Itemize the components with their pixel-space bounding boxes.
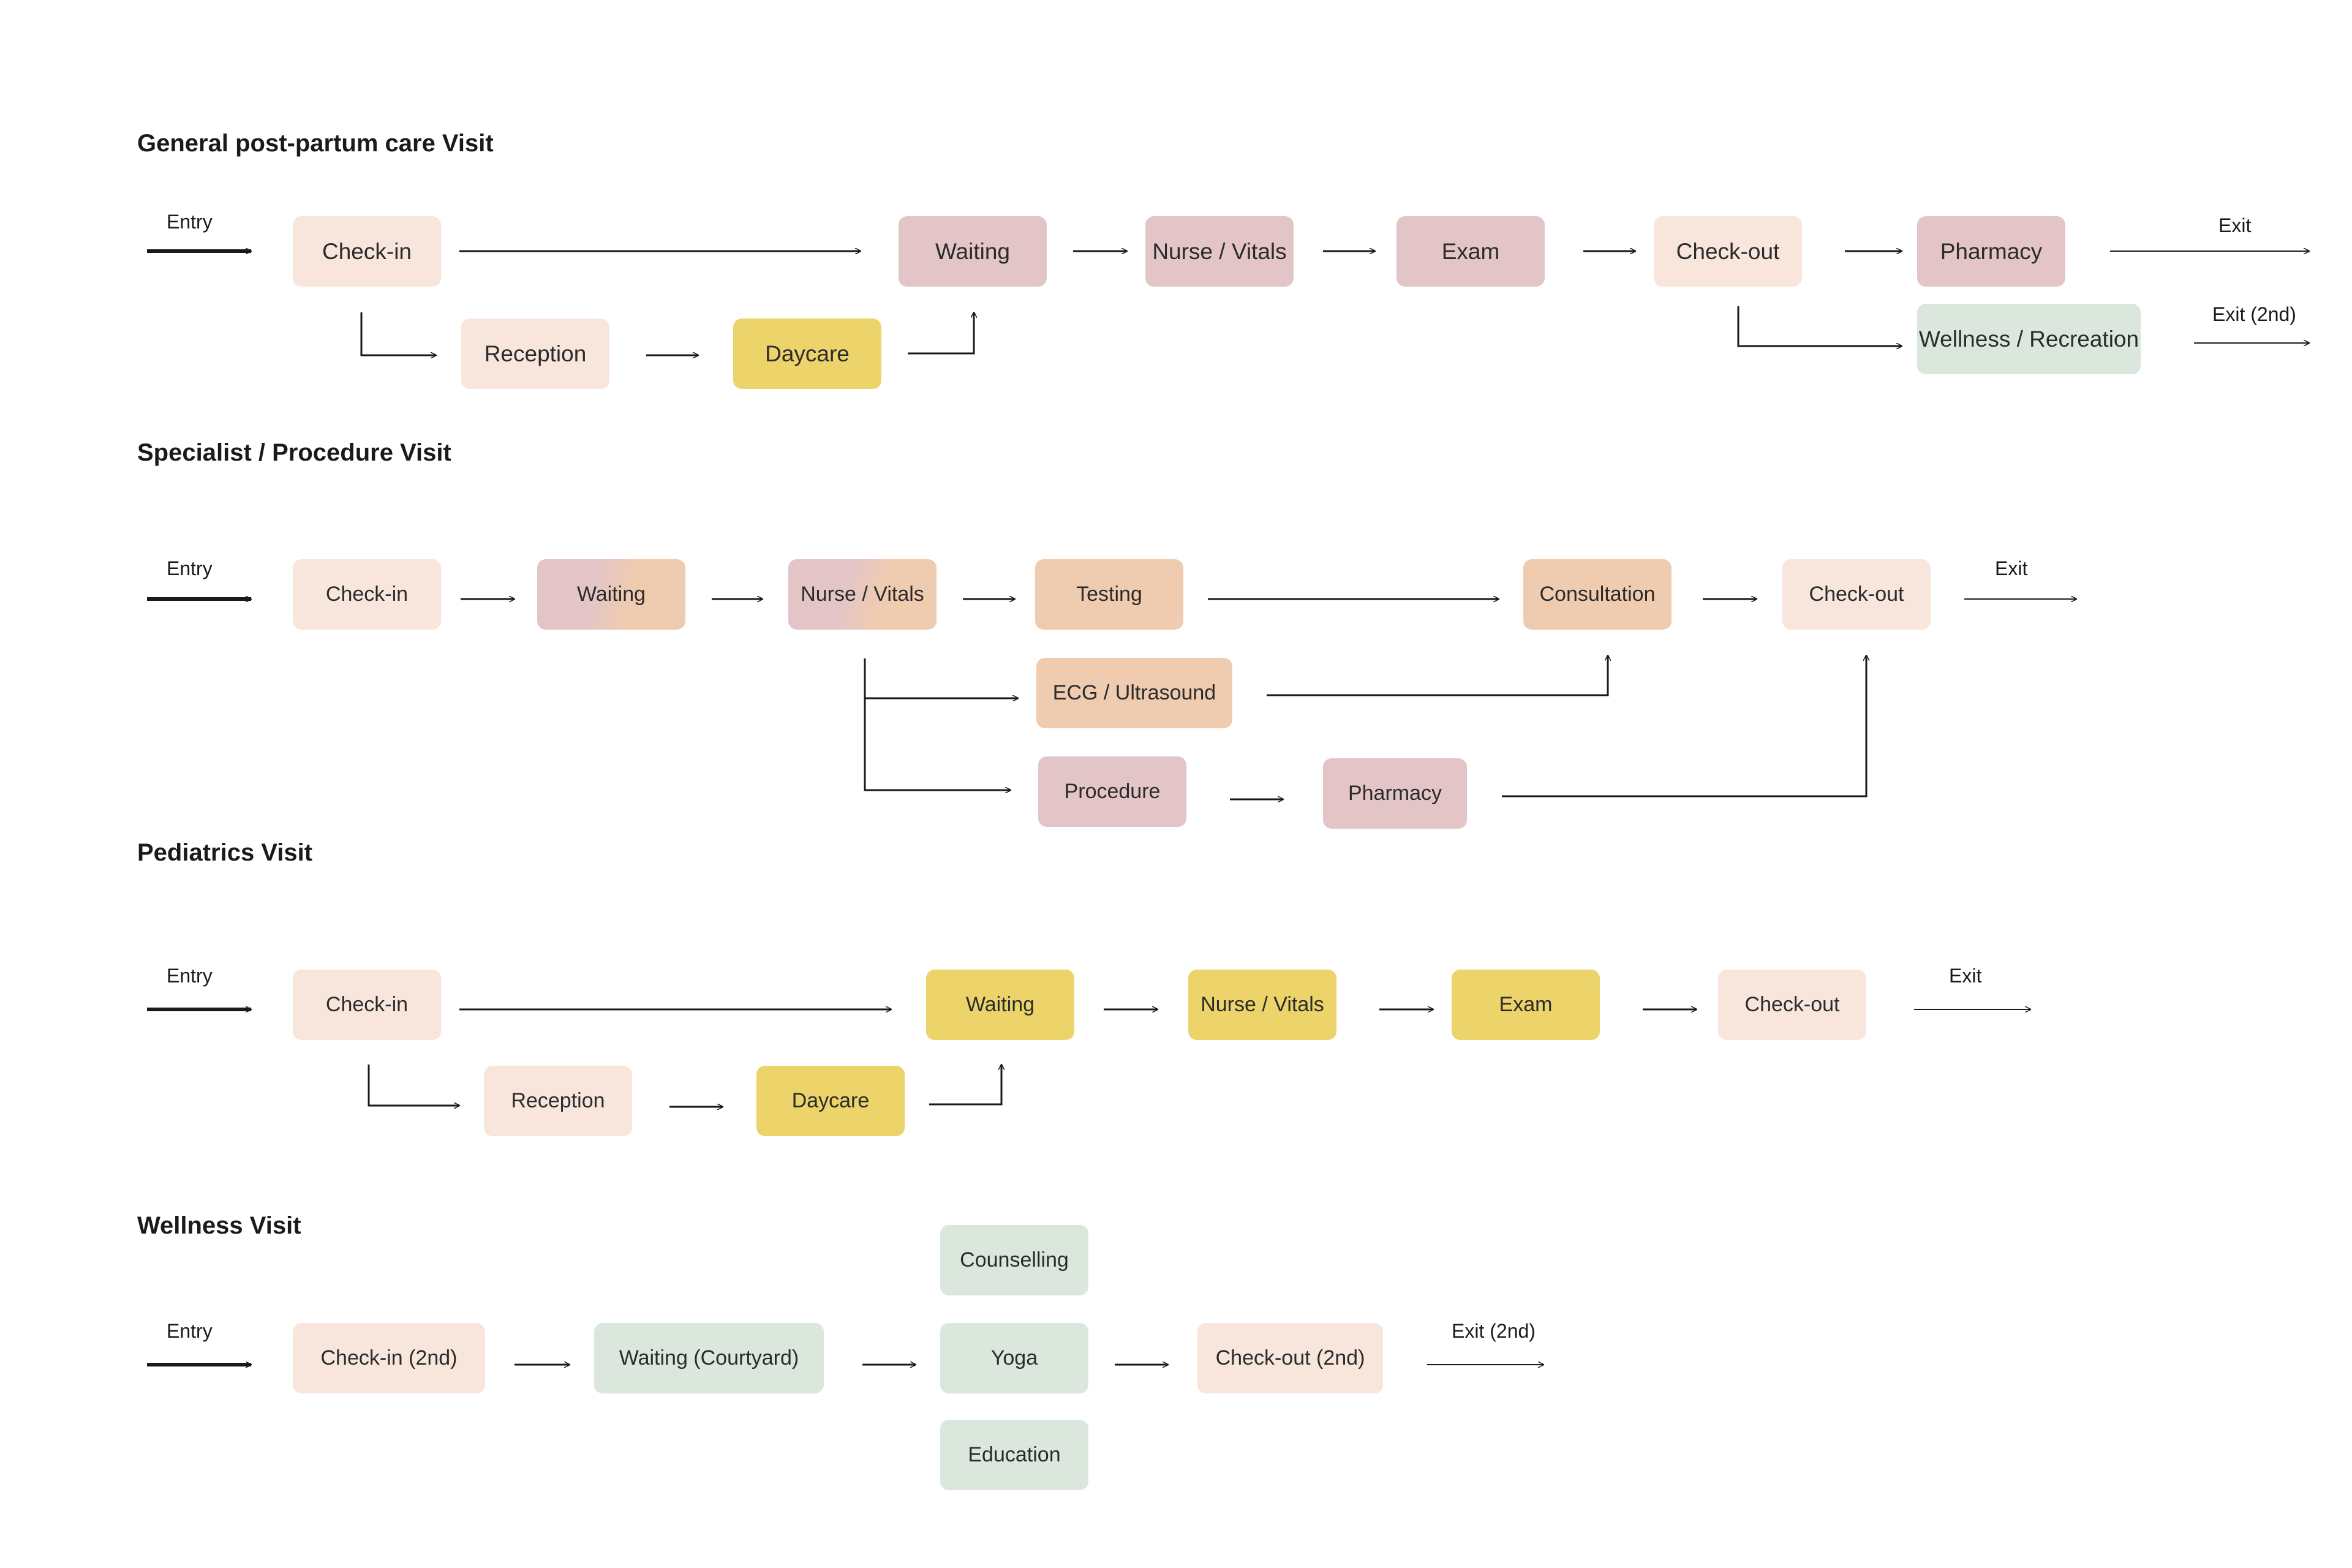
node-check-in: Check-in — [293, 216, 441, 287]
section-title-specialist: Specialist / Procedure Visit — [137, 439, 451, 466]
node-waiting: Waiting — [537, 559, 685, 630]
node-daycare: Daycare — [756, 1066, 905, 1136]
flow-arrow — [908, 312, 974, 355]
exit-label: Exit — [1949, 965, 1982, 987]
node-check-out-2nd: Check-out (2nd) — [1197, 1323, 1383, 1393]
node-pharmacy: Pharmacy — [1323, 758, 1467, 829]
node-check-in: Check-in — [293, 970, 441, 1040]
node-check-in: Check-in — [293, 559, 441, 630]
section-title-pediatrics: Pediatrics Visit — [137, 839, 313, 866]
node-nurse-vitals: Nurse / Vitals — [1145, 216, 1294, 287]
node-procedure: Procedure — [1038, 756, 1186, 827]
node-yoga: Yoga — [940, 1323, 1088, 1393]
flow-arrow — [929, 1065, 1001, 1106]
node-waiting: Waiting — [926, 970, 1074, 1040]
node-reception: Reception — [461, 318, 609, 389]
entry-label: Entry — [167, 965, 213, 987]
node-waiting: Waiting — [899, 216, 1047, 287]
node-nurse-vitals: Nurse / Vitals — [788, 559, 937, 630]
section-title-general: General post-partum care Visit — [137, 130, 494, 157]
exit-label: Exit — [2218, 214, 2252, 236]
exit-label: Exit — [1995, 557, 2028, 579]
flow-arrow — [360, 312, 436, 355]
exit-2nd-label: Exit (2nd) — [2212, 303, 2296, 325]
flow-arrow — [368, 1065, 459, 1106]
entry-label: Entry — [167, 557, 213, 579]
node-testing: Testing — [1035, 559, 1183, 630]
entry-label: Entry — [167, 211, 213, 233]
node-check-in-2nd: Check-in (2nd) — [293, 1323, 485, 1393]
flow-arrow — [1737, 306, 1902, 346]
node-check-out: Check-out — [1782, 559, 1931, 630]
flow-arrow — [1502, 655, 1866, 797]
exit-2nd-label: Exit (2nd) — [1452, 1320, 1536, 1342]
entry-label: Entry — [167, 1320, 213, 1342]
section-title-wellness: Wellness Visit — [137, 1212, 301, 1239]
node-pharmacy: Pharmacy — [1917, 216, 2065, 287]
flow-arrow — [864, 658, 1011, 790]
flow-arrow — [1267, 655, 1608, 696]
node-check-out: Check-out — [1718, 970, 1866, 1040]
node-exam: Exam — [1396, 216, 1545, 287]
node-education: Education — [940, 1420, 1088, 1490]
node-nurse-vitals: Nurse / Vitals — [1188, 970, 1336, 1040]
node-check-out: Check-out — [1654, 216, 1802, 287]
node-wellness-recreation: Wellness / Recreation — [1917, 304, 2141, 374]
node-counselling: Counselling — [940, 1225, 1088, 1295]
node-exam: Exam — [1452, 970, 1600, 1040]
node-waiting-courtyard: Waiting (Courtyard) — [594, 1323, 824, 1393]
node-ecg-ultrasound: ECG / Ultrasound — [1036, 658, 1232, 728]
node-daycare: Daycare — [733, 318, 881, 389]
node-consultation: Consultation — [1523, 559, 1672, 630]
node-reception: Reception — [484, 1066, 632, 1136]
